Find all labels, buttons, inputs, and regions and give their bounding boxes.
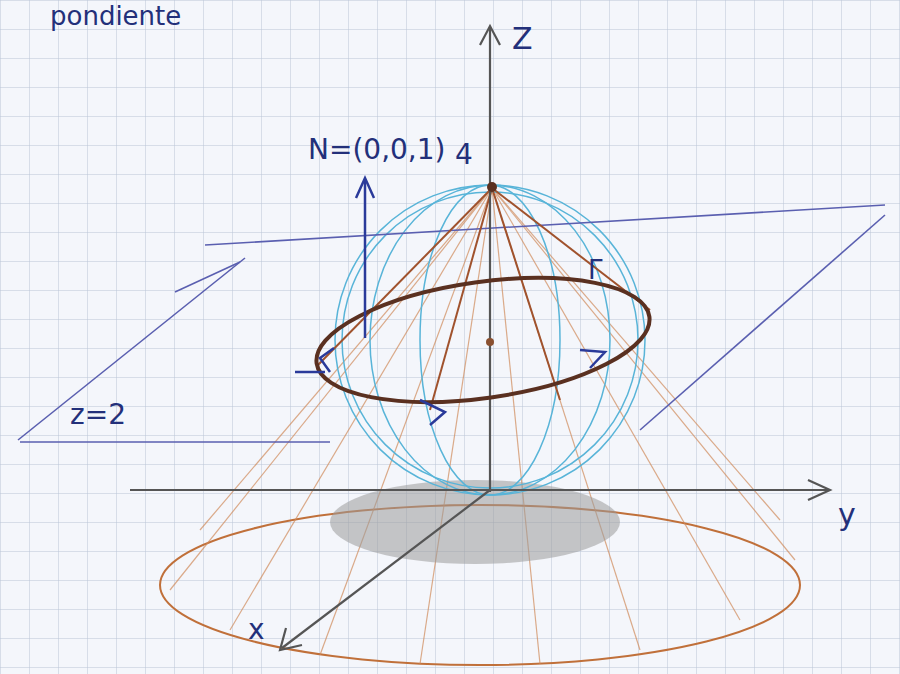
sketch-label: Z (512, 22, 533, 55)
sketch-label: y (838, 498, 856, 531)
curve (309, 259, 658, 421)
sketch-label: 4 (455, 140, 473, 171)
cone-hatch (170, 188, 795, 664)
sketch-label: Γ (588, 256, 603, 285)
axes (130, 26, 830, 650)
sketch-label: z=2 (70, 400, 126, 431)
cone (318, 188, 650, 410)
orientation-arrows (295, 348, 605, 425)
apex (487, 182, 497, 192)
sketch-label: N=(0,0,1) (308, 135, 446, 166)
sketch-label: pondiente (50, 2, 181, 31)
center (486, 338, 494, 346)
normal-vector (356, 178, 374, 338)
projection (330, 480, 620, 564)
plane (18, 205, 885, 442)
sketch-label: x (248, 615, 265, 646)
